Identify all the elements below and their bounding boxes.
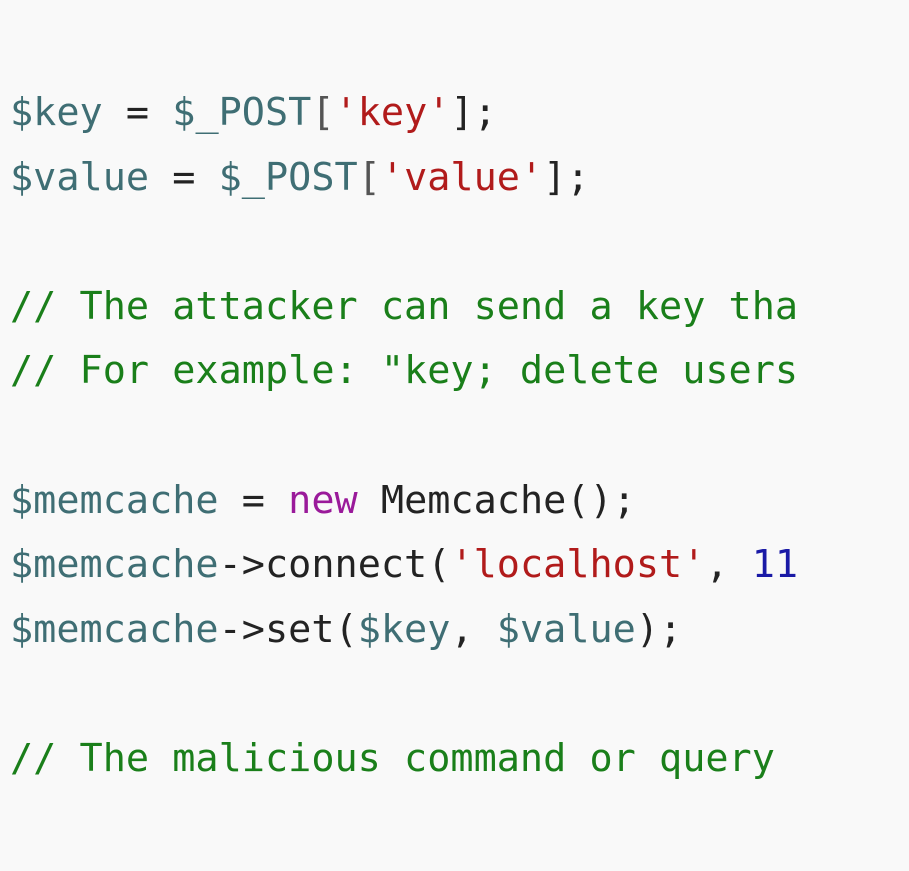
code-line-blank-3 (10, 662, 798, 727)
argument-separator: , (705, 542, 752, 588)
code-comment-1: // The attacker can send a key tha (10, 283, 799, 329)
statement-end: ); (635, 606, 683, 652)
code-comment-3: // The malicious command or query (10, 735, 799, 781)
variable-memcache: $memcache (10, 606, 219, 652)
assign-operator: = (218, 477, 289, 523)
statement-end: ]; (543, 154, 590, 200)
argument-separator: , (450, 606, 497, 652)
code-line-blank-1 (10, 210, 798, 275)
code-line-blank-2 (10, 404, 798, 469)
code-line-2: $value = $_POST['value']; (10, 146, 798, 211)
open-bracket: [ (357, 154, 381, 200)
number-port: 11 (751, 542, 799, 588)
string-key: 'key' (334, 90, 451, 135)
variable-key: $key (10, 90, 103, 135)
string-value: 'value' (380, 154, 544, 200)
variable-memcache: $memcache (10, 542, 219, 588)
assign-operator: = (149, 154, 219, 200)
argument-value: $value (496, 606, 636, 652)
variable-memcache: $memcache (10, 477, 219, 523)
keyword-new: new (288, 477, 358, 523)
statement-end: ]; (450, 90, 497, 135)
code-line-7: $memcache->set($key, $value); (10, 598, 798, 663)
assign-operator: = (102, 90, 173, 135)
method-connect: ->connect( (218, 542, 451, 588)
variable-value: $value (10, 154, 150, 200)
variable-post: $_POST (172, 90, 312, 135)
open-bracket: [ (311, 90, 335, 135)
argument-key: $key (357, 606, 451, 652)
variable-post: $_POST (218, 154, 358, 200)
code-block: $key = $_POST['key'];$value = $_POST['va… (10, 81, 798, 792)
code-comment-2: // For example: "key; delete users (10, 348, 799, 394)
code-line-1: $key = $_POST['key']; (10, 81, 798, 146)
method-set: ->set( (218, 606, 358, 652)
class-instantiation: Memcache(); (357, 477, 636, 523)
string-localhost: 'localhost' (450, 542, 706, 588)
code-line-5: $memcache = new Memcache(); (10, 469, 798, 534)
code-line-6: $memcache->connect('localhost', 11 (10, 533, 798, 598)
